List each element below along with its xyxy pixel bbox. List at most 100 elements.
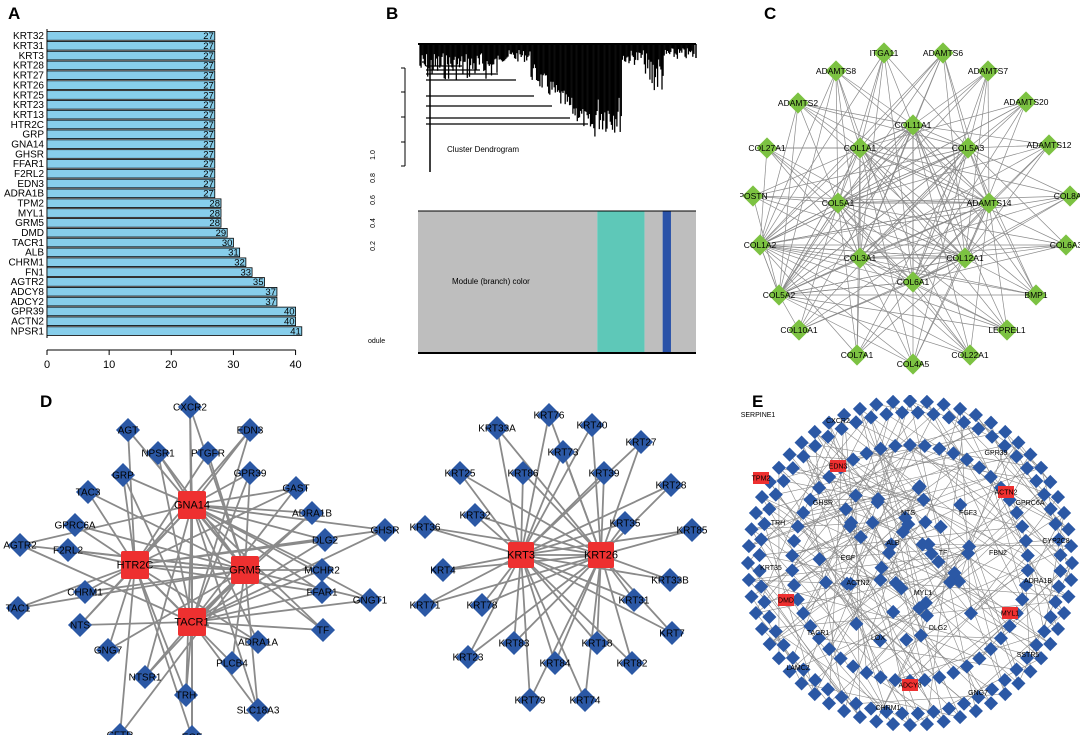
node bbox=[910, 405, 925, 420]
edge bbox=[600, 554, 633, 664]
module-label: Module (branch) color bbox=[452, 277, 530, 286]
value-label-krt28: 27 bbox=[203, 61, 214, 72]
edge bbox=[967, 101, 1027, 149]
edge bbox=[761, 496, 920, 609]
category-label-krt32: KRT32 bbox=[13, 31, 44, 42]
edge bbox=[584, 554, 602, 701]
edge bbox=[778, 257, 966, 296]
edge bbox=[759, 124, 914, 246]
edge bbox=[562, 451, 602, 556]
node bbox=[741, 538, 756, 554]
node-label-krt32: KRT32 bbox=[460, 511, 491, 522]
edge bbox=[859, 195, 1071, 259]
edge bbox=[924, 612, 1017, 681]
node-adamts6 bbox=[932, 42, 954, 64]
edge bbox=[17, 569, 246, 609]
edge bbox=[792, 476, 991, 556]
bar-ghsr bbox=[46, 149, 216, 159]
category-label-krt25: KRT25 bbox=[13, 90, 44, 101]
edges bbox=[752, 52, 1071, 365]
node-label-krt71: KRT71 bbox=[410, 601, 441, 612]
edge bbox=[797, 102, 861, 149]
node bbox=[848, 415, 864, 430]
edge bbox=[912, 202, 990, 283]
edge bbox=[467, 554, 602, 658]
edge bbox=[912, 281, 1008, 331]
node bbox=[926, 407, 941, 422]
node bbox=[1050, 621, 1066, 636]
edge bbox=[191, 621, 324, 631]
value-label-ffar1: 27 bbox=[203, 159, 214, 170]
node-label-krt23: KRT23 bbox=[453, 653, 484, 664]
edge bbox=[967, 147, 1067, 246]
edge bbox=[244, 472, 251, 571]
edge bbox=[926, 401, 1065, 614]
bar-htr2c bbox=[46, 119, 216, 130]
value-label-edn3: 27 bbox=[203, 179, 214, 190]
node-label-gng7: GNG7 bbox=[968, 690, 988, 697]
node bbox=[956, 415, 972, 430]
node-label-ptgfr: PTGFR bbox=[191, 449, 225, 460]
edge bbox=[942, 52, 990, 204]
node bbox=[807, 686, 822, 702]
edge bbox=[855, 495, 861, 718]
x-tick-label: 20 bbox=[165, 359, 177, 371]
edge bbox=[939, 448, 1017, 670]
edge bbox=[134, 452, 209, 566]
node-label-adamts14: ADAMTS14 bbox=[967, 198, 1012, 208]
node-ptgfr bbox=[195, 440, 221, 466]
panel-label-b: B bbox=[386, 4, 399, 23]
node bbox=[998, 686, 1013, 702]
edge bbox=[759, 52, 885, 246]
node bbox=[912, 479, 927, 494]
edge bbox=[856, 257, 861, 356]
value-label-agtr2: 35 bbox=[253, 277, 264, 288]
node-label-krt40: KRT40 bbox=[577, 421, 608, 432]
height-tick-label: 0.8 bbox=[370, 173, 377, 183]
edge bbox=[783, 480, 879, 500]
edge bbox=[191, 429, 251, 623]
node-label-gast: GAST bbox=[282, 484, 309, 495]
node bbox=[952, 710, 968, 725]
node-gna14 bbox=[178, 491, 206, 519]
node-tacr1 bbox=[178, 608, 206, 636]
edge bbox=[87, 491, 246, 571]
value-label-tpm2: 28 bbox=[209, 199, 220, 210]
node-label-gpr39: GPR39 bbox=[985, 450, 1008, 457]
node bbox=[754, 532, 769, 547]
bar-myl1 bbox=[46, 208, 222, 218]
edge bbox=[759, 244, 914, 283]
edge bbox=[792, 467, 924, 501]
node-label-ntsr1: NTSR1 bbox=[129, 673, 162, 684]
node-col12a1 bbox=[954, 247, 976, 269]
node bbox=[771, 460, 787, 475]
edge bbox=[964, 70, 989, 259]
edge bbox=[883, 52, 914, 283]
bar-krt23 bbox=[46, 100, 216, 110]
edge bbox=[928, 544, 1072, 547]
node-label-lox: LOX bbox=[871, 635, 885, 642]
node bbox=[762, 609, 777, 625]
node-cxcr2 bbox=[177, 395, 203, 420]
category-label-gna14: GNA14 bbox=[11, 139, 44, 150]
node bbox=[785, 548, 800, 563]
node bbox=[1023, 447, 1038, 462]
edge bbox=[481, 554, 602, 606]
edge bbox=[828, 422, 862, 538]
dendrogram-label: Cluster Dendrogram bbox=[447, 145, 519, 154]
node bbox=[1048, 516, 1063, 532]
edge bbox=[769, 583, 851, 645]
node-label-chrm1: CHRM1 bbox=[876, 705, 901, 712]
node bbox=[1064, 572, 1079, 588]
value-label-adra1b: 27 bbox=[203, 189, 214, 200]
node bbox=[926, 704, 941, 719]
edge bbox=[883, 52, 966, 259]
category-label-htr2c: HTR2C bbox=[11, 120, 44, 131]
node-label-krt79: KRT79 bbox=[515, 696, 546, 707]
node bbox=[902, 395, 918, 409]
edge bbox=[191, 487, 297, 506]
edge bbox=[967, 553, 1019, 684]
node-label-krt39: KRT39 bbox=[589, 469, 620, 480]
edge bbox=[852, 459, 1028, 571]
edge bbox=[870, 417, 939, 562]
